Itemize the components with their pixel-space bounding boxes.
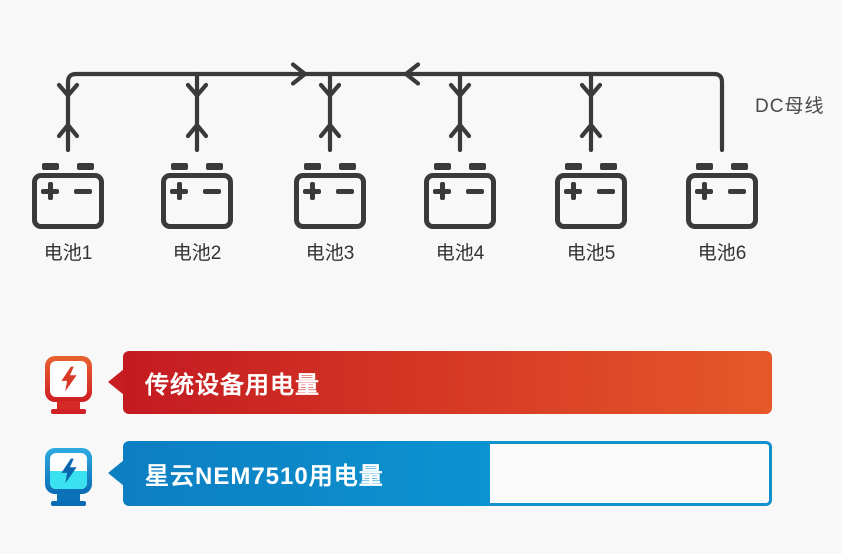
battery-label-2: 电池2 bbox=[172, 243, 222, 264]
meter-stand bbox=[57, 401, 80, 409]
battery-terminal-icon bbox=[339, 163, 356, 170]
bar-tail-pointer bbox=[108, 460, 124, 486]
minus-sign-icon bbox=[336, 188, 354, 194]
bar-fill bbox=[123, 351, 772, 414]
bar-tail-pointer bbox=[108, 369, 124, 395]
battery-terminal-icon bbox=[77, 163, 94, 170]
arrow-up-icon bbox=[185, 122, 209, 139]
electric-meter-blue-icon bbox=[45, 448, 92, 506]
battery-terminal-icon bbox=[600, 163, 617, 170]
minus-sign-icon bbox=[728, 188, 746, 194]
consumption-bar-traditional: 传统设备用电量 bbox=[123, 351, 772, 414]
meter-frame bbox=[45, 356, 92, 402]
meter-frame bbox=[45, 448, 92, 494]
arrow-up-icon bbox=[318, 122, 342, 139]
battery-icon-2 bbox=[161, 163, 233, 229]
meter-base bbox=[51, 409, 86, 414]
arrow-up-icon bbox=[579, 122, 603, 139]
electric-meter-red-icon bbox=[45, 356, 92, 414]
battery-terminal-icon bbox=[696, 163, 713, 170]
arrow-down-icon bbox=[185, 82, 209, 98]
dc-bus-label: DC母线 bbox=[755, 96, 825, 117]
plus-sign-icon bbox=[701, 182, 707, 200]
meter-base bbox=[51, 501, 86, 506]
battery-terminal-icon bbox=[731, 163, 748, 170]
dc-bus-line bbox=[65, 71, 725, 153]
battery-terminal-icon bbox=[42, 163, 59, 170]
battery-body bbox=[161, 173, 233, 229]
arrow-down-icon bbox=[448, 82, 472, 98]
battery-icon-4 bbox=[424, 163, 496, 229]
arrow-up-icon bbox=[448, 122, 472, 139]
battery-body bbox=[424, 173, 496, 229]
meter-liquid-fill bbox=[50, 471, 87, 489]
arrow-up-icon bbox=[56, 122, 80, 139]
minus-sign-icon bbox=[597, 188, 615, 194]
minus-sign-icon bbox=[203, 188, 221, 194]
battery-label-5: 电池5 bbox=[566, 243, 616, 264]
arrow-down-icon bbox=[318, 82, 342, 98]
arrow-right-icon bbox=[290, 62, 308, 86]
plus-sign-icon bbox=[47, 182, 53, 200]
battery-terminal-icon bbox=[565, 163, 582, 170]
battery-icon-3 bbox=[294, 163, 366, 229]
arrow-down-icon bbox=[56, 82, 80, 98]
consumption-bar-nem7510: 星云NEM7510用电量 bbox=[123, 441, 772, 506]
battery-terminal-icon bbox=[206, 163, 223, 170]
plus-sign-icon bbox=[570, 182, 576, 200]
battery-label-6: 电池6 bbox=[697, 243, 747, 264]
meter-screen bbox=[50, 453, 87, 489]
battery-terminal-icon bbox=[434, 163, 451, 170]
battery-body bbox=[686, 173, 758, 229]
battery-icon-1 bbox=[32, 163, 104, 229]
plus-sign-icon bbox=[439, 182, 445, 200]
lightning-bolt-icon bbox=[60, 366, 77, 392]
arrow-down-icon bbox=[579, 82, 603, 98]
dc-bus-wiring-diagram bbox=[56, 62, 725, 153]
minus-sign-icon bbox=[466, 188, 484, 194]
battery-body bbox=[32, 173, 104, 229]
meter-screen bbox=[50, 361, 87, 397]
battery-icon-5 bbox=[555, 163, 627, 229]
battery-terminal-icon bbox=[304, 163, 321, 170]
bar-fill bbox=[123, 441, 490, 506]
bar-label-nem7510: 星云NEM7510用电量 bbox=[145, 463, 384, 490]
battery-body bbox=[294, 173, 366, 229]
minus-sign-icon bbox=[74, 188, 92, 194]
battery-label-3: 电池3 bbox=[305, 243, 355, 264]
battery-label-4: 电池4 bbox=[435, 243, 485, 264]
bar-empty-remainder bbox=[489, 441, 772, 506]
lightning-bolt-icon bbox=[60, 458, 77, 484]
battery-icon-6 bbox=[686, 163, 758, 229]
arrow-left-icon bbox=[403, 62, 421, 86]
meter-stand bbox=[57, 493, 80, 501]
bar-label-traditional: 传统设备用电量 bbox=[145, 372, 320, 399]
battery-terminal-icon bbox=[469, 163, 486, 170]
battery-terminal-icon bbox=[171, 163, 188, 170]
battery-label-1: 电池1 bbox=[43, 243, 93, 264]
battery-body bbox=[555, 173, 627, 229]
plus-sign-icon bbox=[309, 182, 315, 200]
plus-sign-icon bbox=[176, 182, 182, 200]
